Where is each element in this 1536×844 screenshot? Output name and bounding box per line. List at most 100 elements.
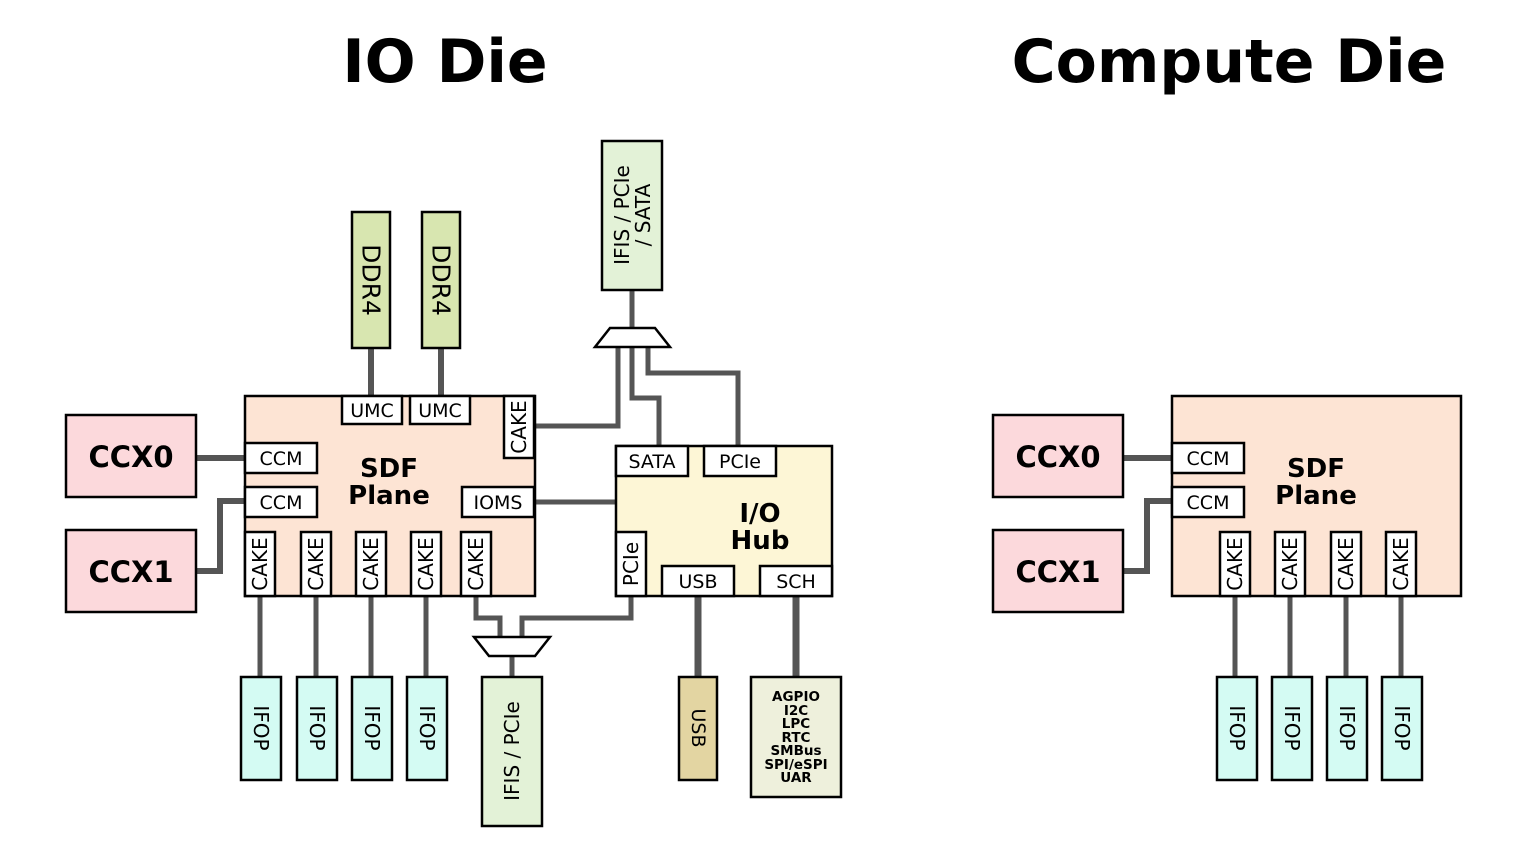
io-cake-label-5: CAKE	[464, 537, 488, 590]
cd-cake-block-2	[1273, 530, 1307, 598]
io-ccm-block-2	[243, 485, 319, 519]
ifis-pcie-label: IFIS / PCIe	[500, 701, 524, 801]
cd-ccx0-block	[991, 413, 1125, 499]
cd-cake-label-3: CAKE	[1334, 537, 1358, 590]
sch-item-smbus: SMBus	[770, 743, 821, 759]
io-cake-label-1: CAKE	[248, 537, 272, 590]
io-cake-block-4	[409, 530, 443, 598]
cd-ccm-block-2	[1170, 485, 1246, 519]
io-ccx1-label: CCX1	[88, 555, 173, 589]
io-ifop-label-2: IFOP	[305, 705, 329, 750]
io-ccx0-block	[64, 413, 198, 499]
sch-item-spi-espi: SPI/eSPI	[764, 757, 827, 773]
ifis-pcie-sata-label-line2: / SATA	[631, 183, 655, 246]
io-cake-block-5	[459, 530, 493, 598]
cd-ccx1-label: CCX1	[1015, 555, 1100, 589]
hub-sch-block	[758, 564, 834, 598]
ddr4-block-2	[420, 210, 462, 350]
sch-item-rtc: RTC	[782, 730, 811, 746]
ioms-label: IOMS	[473, 492, 522, 514]
umc-block-1	[340, 394, 404, 426]
hub-pcie-side-label: PCIe	[619, 542, 643, 586]
io-ccm-label-2: CCM	[260, 492, 303, 514]
io-cake-label-3: CAKE	[359, 537, 383, 590]
io-cake-top-label: CAKE	[507, 400, 531, 453]
hub-pcie-top-label: PCIe	[719, 451, 761, 473]
cd-cake-block-3	[1329, 530, 1363, 598]
io-ccx0-label: CCX0	[88, 440, 173, 474]
sch-item-uar: UAR	[780, 770, 812, 786]
io-ifop-block-4	[405, 675, 449, 782]
io-ifop-label-1: IFOP	[249, 705, 273, 750]
umc-label-2: UMC	[418, 400, 462, 422]
bottom-mux-icon	[471, 635, 553, 658]
io-hub-label-line1: I/O	[739, 499, 780, 529]
cd-ccm-label-2: CCM	[1187, 492, 1230, 514]
cd-ccm-label-1: CCM	[1187, 448, 1230, 470]
io-ifop-block-1	[239, 675, 283, 782]
cd-ifop-label-2: IFOP	[1280, 705, 1304, 750]
compute-die-wires	[1123, 455, 1404, 678]
ddr4-label-1: DDR4	[357, 244, 386, 316]
io-die-title: IO Die	[342, 27, 547, 97]
cd-sdf-label-line2: Plane	[1275, 481, 1357, 511]
cd-cake-block-4	[1384, 530, 1418, 598]
cd-cake-label-4: CAKE	[1389, 537, 1413, 590]
cd-ifop-block-2	[1270, 675, 1314, 782]
io-ccx1-block	[64, 528, 198, 614]
hub-usb-block	[660, 564, 736, 598]
io-ifop-block-3	[350, 675, 394, 782]
usb-port-block	[677, 675, 719, 782]
io-ccm-block-1	[243, 441, 319, 475]
cd-ifop-label-4: IFOP	[1390, 705, 1414, 750]
ddr4-label-2: DDR4	[427, 244, 456, 316]
sch-peripherals-block	[749, 675, 843, 799]
sata-label: SATA	[628, 451, 675, 473]
cd-cake-label-1: CAKE	[1223, 537, 1247, 590]
cd-ccx0-label: CCX0	[1015, 440, 1100, 474]
io-cake-block-2	[299, 530, 333, 598]
sch-item-i2c: I2C	[784, 703, 808, 719]
io-cake-label-2: CAKE	[304, 537, 328, 590]
cd-ifop-block-4	[1380, 675, 1424, 782]
cd-ccm-block-1	[1170, 441, 1246, 475]
cd-ifop-block-1	[1215, 675, 1259, 782]
hub-pcie-side-block	[614, 530, 648, 598]
cd-ifop-label-3: IFOP	[1335, 705, 1359, 750]
io-ccm-label-1: CCM	[260, 448, 303, 470]
io-sdf-label-line1: SDF	[360, 454, 418, 484]
hub-sch-label: SCH	[776, 571, 816, 593]
io-cake-top	[502, 394, 536, 460]
cd-sdf-label-line1: SDF	[1287, 454, 1345, 484]
sch-item-lpc: LPC	[782, 716, 810, 732]
ddr4-block-1	[350, 210, 392, 350]
io-cake-label-4: CAKE	[414, 537, 438, 590]
io-cake-block-3	[354, 530, 388, 598]
ifis-pcie-block	[480, 675, 544, 828]
cd-ccx1-block	[991, 528, 1125, 614]
cd-cake-block-1	[1218, 530, 1252, 598]
cd-cake-label-2: CAKE	[1278, 537, 1302, 590]
ioms-block	[460, 485, 536, 519]
umc-block-2	[408, 394, 472, 426]
hub-usb-label: USB	[678, 571, 717, 593]
io-sdf-label-line2: Plane	[348, 481, 430, 511]
usb-port-label: USB	[687, 708, 709, 747]
top-mux-icon	[592, 326, 673, 349]
ifis-pcie-sata-label-line1: IFIS / PCIe	[610, 165, 634, 265]
hub-pcie-top-block	[702, 444, 778, 478]
io-die-wires	[196, 290, 800, 678]
cd-ifop-label-1: IFOP	[1225, 705, 1249, 750]
umc-label-1: UMC	[350, 400, 394, 422]
io-ifop-label-4: IFOP	[415, 705, 439, 750]
cd-ifop-block-3	[1325, 675, 1369, 782]
sch-item-agpio: AGPIO	[772, 689, 820, 705]
sata-block	[614, 444, 690, 478]
io-ifop-label-3: IFOP	[360, 705, 384, 750]
io-ifop-block-2	[295, 675, 339, 782]
compute-die-title: Compute Die	[1012, 27, 1447, 97]
io-cake-block-1	[243, 530, 277, 598]
ifis-pcie-sata-block	[600, 139, 664, 292]
io-hub-label-line2: Hub	[731, 526, 790, 556]
